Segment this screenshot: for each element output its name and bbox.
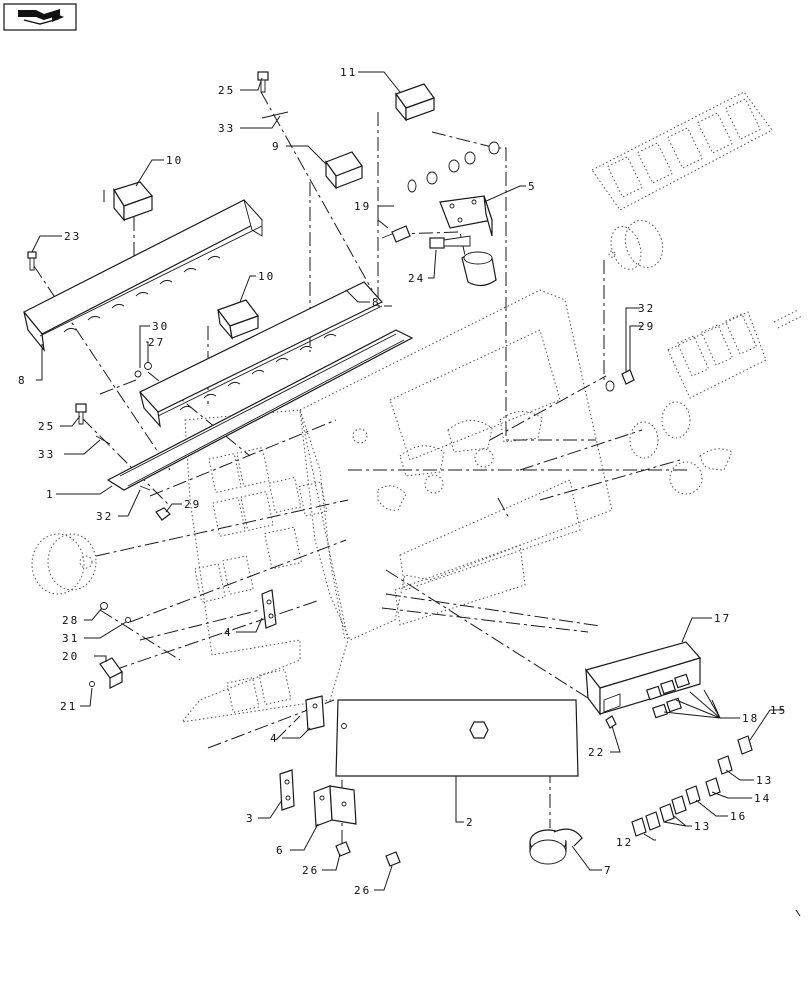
- fuse-13-upper: [717, 755, 733, 775]
- bolt-24: [429, 235, 471, 249]
- screw-23: [27, 251, 37, 271]
- bolt-25-lower: [75, 403, 87, 425]
- fuse-15: [737, 735, 753, 755]
- callout-32-upper: 32: [638, 302, 655, 315]
- left-console-outline: [180, 409, 349, 723]
- dash-panel-outline: [299, 289, 613, 641]
- callout-1: 1: [46, 488, 55, 501]
- callout-27: 27: [148, 336, 165, 349]
- mounting-bracket-5: [439, 195, 493, 237]
- callout-33-lower: 33: [38, 448, 55, 461]
- sensor-19: [381, 225, 411, 243]
- trim-panel-lower: [139, 281, 383, 428]
- callout-32-lower: 32: [96, 510, 113, 523]
- callout-24: 24: [408, 272, 425, 285]
- gauge-upper: [608, 220, 664, 270]
- fuse-16: [685, 785, 701, 805]
- knob-5: [461, 251, 497, 287]
- rocker-switch-bank-upper: [591, 91, 773, 211]
- callout-3: 3: [246, 812, 255, 825]
- washer-31: [125, 617, 131, 623]
- relay-module-17: [584, 641, 702, 716]
- rocker-switch-bank-lower: [667, 309, 803, 399]
- callout-31: 31: [62, 632, 79, 645]
- leader-lines: [31, 71, 784, 891]
- callout-18: 18: [742, 712, 759, 725]
- callout-11: 11: [340, 66, 357, 79]
- washer-32-lower: [139, 485, 151, 491]
- clip-block-10b: [217, 299, 259, 341]
- callout-20: 20: [62, 650, 79, 663]
- callout-4-upper: 4: [224, 626, 233, 639]
- screw-26-left: [335, 841, 351, 857]
- clip-20: [99, 657, 123, 689]
- callout-17: 17: [714, 612, 731, 625]
- assembly-centerlines: [33, 91, 690, 852]
- screw-28: [100, 602, 108, 610]
- callout-30: 30: [152, 320, 169, 333]
- lower-molding: [106, 329, 414, 491]
- callout-16: 16: [730, 810, 747, 823]
- callout-22: 22: [588, 746, 605, 759]
- callout-28: 28: [62, 614, 79, 627]
- callout-26-right: 26: [354, 884, 371, 897]
- callout-6: 6: [276, 844, 285, 857]
- callout-labels: 25 33 9 11 10 23 8 10 8 19 5 24 30 27 25…: [18, 66, 787, 897]
- book-arrow-icon[interactable]: [3, 3, 77, 31]
- callout-26-left: 26: [302, 864, 319, 877]
- callout-9: 9: [272, 140, 281, 153]
- callout-29-upper: 29: [638, 320, 655, 333]
- gauge-left: [31, 533, 97, 595]
- callout-14: 14: [754, 792, 771, 805]
- washer-30: [134, 370, 142, 378]
- fuse-12: [631, 811, 661, 837]
- callout-7: 7: [604, 864, 613, 877]
- connector-7: [529, 828, 583, 865]
- hinge-6: [313, 785, 357, 827]
- callout-8-right: 8: [372, 296, 381, 309]
- rotary-knobs: [629, 401, 733, 495]
- bracket-3: [279, 769, 295, 811]
- callout-19: 19: [354, 200, 371, 213]
- bracket-4-upper: [261, 589, 277, 629]
- callout-10-upper: 10: [166, 154, 183, 167]
- callout-23: 23: [64, 230, 81, 243]
- screw-29-upper: [621, 369, 635, 385]
- callout-13-upper: 13: [756, 774, 773, 787]
- washer-32-upper: [605, 380, 615, 392]
- clip-33-lower: [95, 435, 111, 445]
- callout-33-upper: 33: [218, 122, 235, 135]
- clip-block-10a: [113, 181, 154, 222]
- screw-22: [605, 715, 617, 729]
- callout-2: 2: [466, 816, 475, 829]
- callout-12: 12: [616, 836, 633, 849]
- callout-15: 15: [770, 704, 787, 717]
- callout-21: 21: [60, 700, 77, 713]
- relay-set-18: [645, 673, 691, 719]
- callout-5: 5: [528, 180, 537, 193]
- corner-mark: [795, 909, 801, 917]
- clip-block-9: [325, 151, 363, 190]
- clip-block-11: [395, 83, 435, 122]
- callout-4-lower: 4: [270, 732, 279, 745]
- fuse-13-lower: [659, 795, 687, 823]
- screw-26-right: [385, 851, 401, 867]
- washers-stack: [407, 141, 500, 193]
- callout-8-left: 8: [18, 374, 27, 387]
- lower-cover-panel: [335, 699, 579, 777]
- fuse-14: [705, 777, 721, 797]
- clip-33-upper: [261, 111, 289, 119]
- callout-13-lower: 13: [694, 820, 711, 833]
- bolt-25-upper: [257, 71, 269, 93]
- callout-29-lower: 29: [184, 498, 201, 511]
- callout-25-upper: 25: [218, 84, 235, 97]
- trim-panel-upper: [23, 199, 263, 353]
- bracket-4-lower: [305, 695, 325, 731]
- callout-25-lower: 25: [38, 420, 55, 433]
- callout-10-lower: 10: [258, 270, 275, 283]
- screw-21: [89, 681, 95, 687]
- nut-27: [144, 362, 152, 370]
